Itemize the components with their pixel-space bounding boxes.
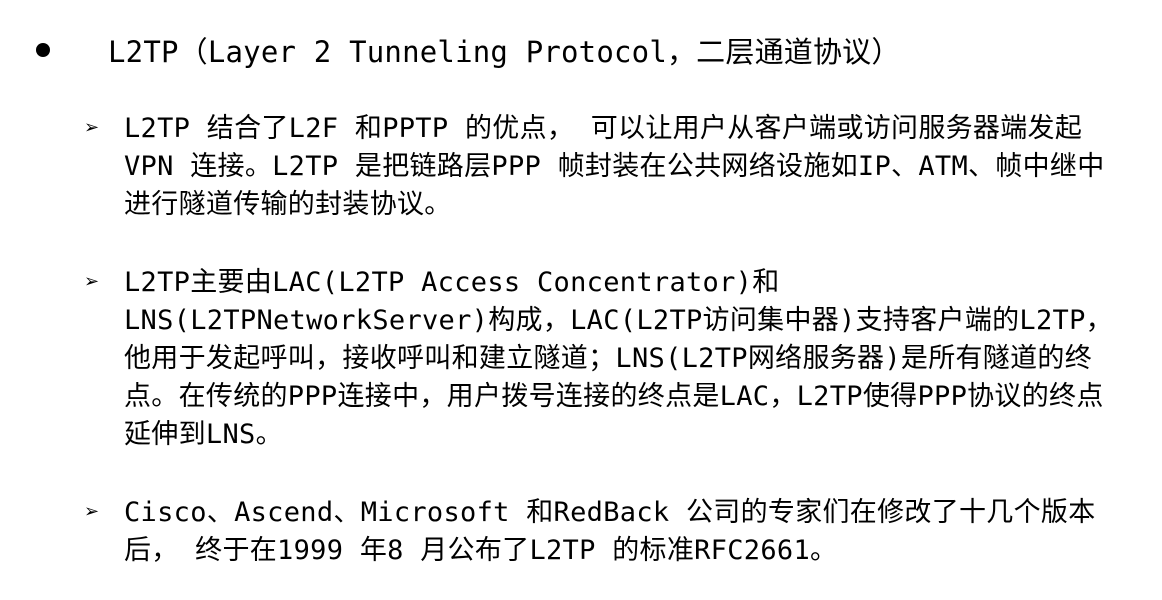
arrow-bullet-icon: ➢ [84, 117, 100, 138]
bullet-dot-icon [36, 43, 50, 57]
list-item-text: L2TP 结合了L2F 和PPTP 的优点， 可以让用户从客户端或访问服务器端发… [124, 113, 1105, 220]
arrow-bullet-icon: ➢ [84, 271, 100, 292]
arrow-bullet-icon: ➢ [84, 501, 100, 522]
heading-row: L2TP（Layer 2 Tunneling Protocol，二层通道协议） [28, 32, 1148, 76]
heading-text: L2TP（Layer 2 Tunneling Protocol，二层通道协议） [108, 35, 901, 69]
list-item-text: L2TP主要由LAC(L2TP Access Concentrator)和LNS… [124, 267, 1113, 450]
list-item-text: Cisco、Ascend、Microsoft 和RedBack 公司的专家们在修… [124, 497, 1096, 566]
